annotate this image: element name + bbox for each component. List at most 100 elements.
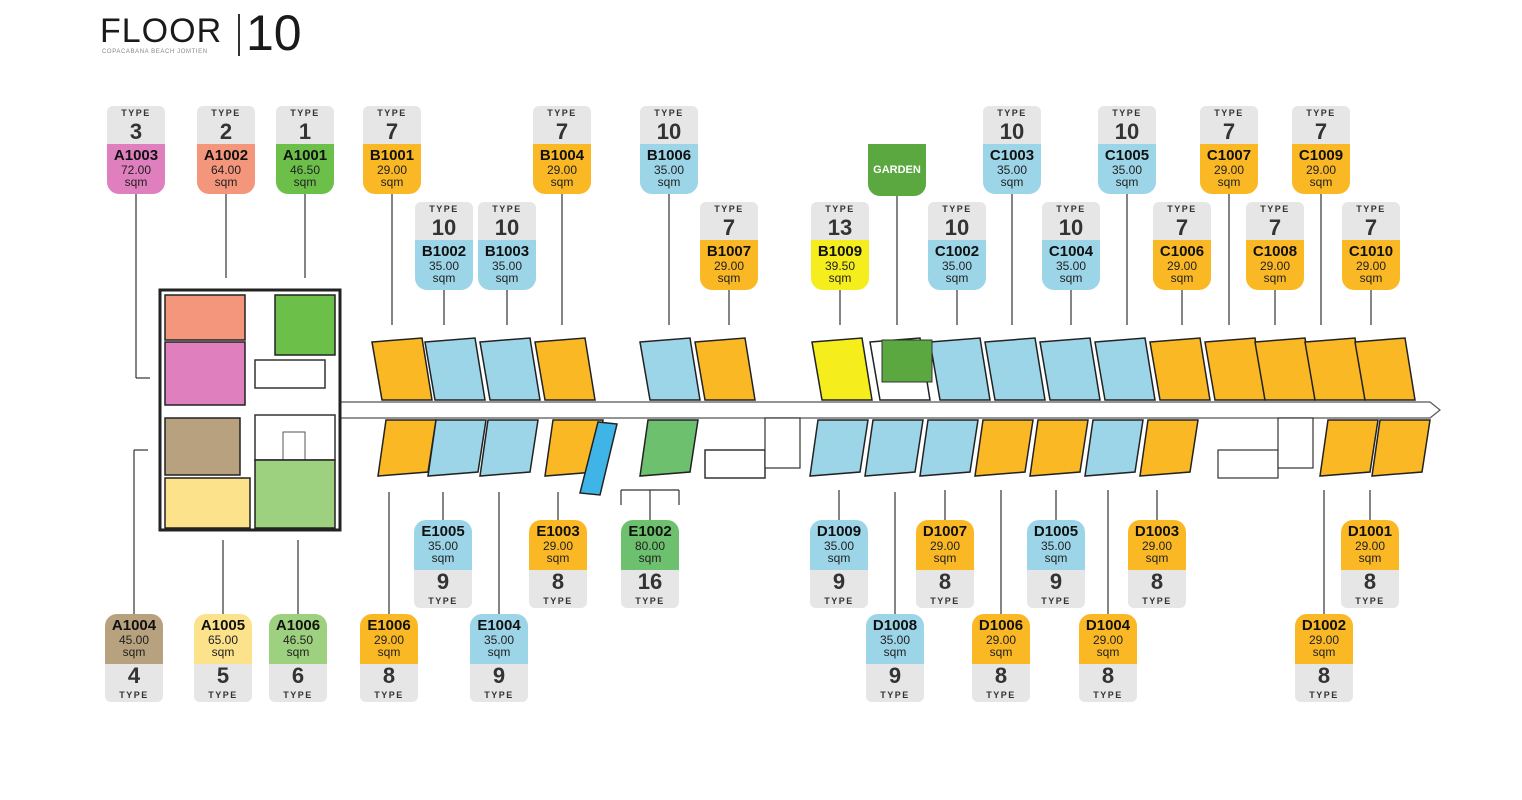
room-a1004	[164, 417, 241, 476]
unit-rooms	[164, 294, 1431, 529]
corridor	[339, 401, 1441, 419]
unit-area: 29.00	[1166, 259, 1198, 273]
type-number: 8	[1079, 664, 1137, 688]
unit-code: D1001	[1347, 523, 1393, 540]
unit-area: 29.00	[542, 539, 574, 553]
unit-area: 35.00	[428, 259, 460, 273]
unit-code: D1005	[1033, 523, 1079, 540]
west-block	[158, 288, 342, 532]
type-label: TYPE	[105, 688, 163, 702]
unit-code: C1008	[1252, 243, 1298, 260]
type-number: 8	[360, 664, 418, 688]
unit-area: 35.00	[823, 539, 855, 553]
type-label: TYPE	[1246, 202, 1304, 216]
unit-area: 29.00	[1092, 633, 1124, 647]
unit-code: C1005	[1104, 147, 1150, 164]
unit-code: D1006	[978, 617, 1024, 634]
type-label: TYPE	[1098, 106, 1156, 120]
title-divider	[238, 14, 240, 56]
type-label: TYPE	[415, 202, 473, 216]
type-label: TYPE	[928, 202, 986, 216]
room-south-10	[1029, 419, 1089, 477]
type-label: TYPE	[1042, 202, 1100, 216]
type-label: TYPE	[197, 106, 255, 120]
unit-area: 29.00	[1355, 259, 1387, 273]
unit-code: D1008	[872, 617, 918, 634]
floor-number: 10	[246, 5, 302, 61]
area-unit: sqm	[1263, 271, 1287, 285]
room-north-17	[1354, 337, 1416, 401]
garden-tag[interactable]: GARDEN	[868, 144, 926, 196]
area-unit: sqm	[1170, 271, 1194, 285]
type-label: TYPE	[972, 688, 1030, 702]
type-label: TYPE	[983, 106, 1041, 120]
room-a1002	[164, 294, 246, 341]
unit-code: D1002	[1301, 617, 1347, 634]
unit-code: C1003	[989, 147, 1035, 164]
project-subtitle: COPACABANA BEACH JOMTIEN	[102, 49, 208, 55]
unit-code: E1005	[421, 523, 465, 540]
type-label: TYPE	[529, 594, 587, 608]
unit-code: C1002	[934, 243, 980, 260]
type-number: 9	[414, 570, 472, 594]
area-unit: sqm	[1309, 175, 1333, 189]
unit-area: 29.00	[1308, 633, 1340, 647]
unit-area: 29.00	[546, 163, 578, 177]
stair-east-a	[764, 417, 801, 469]
unit-code: C1004	[1048, 243, 1094, 260]
area-unit: sqm	[487, 645, 511, 659]
unit-code: E1003	[536, 523, 580, 540]
area-unit: sqm	[828, 271, 852, 285]
type-number: 9	[470, 664, 528, 688]
area-unit: sqm	[293, 175, 317, 189]
type-label: TYPE	[276, 106, 334, 120]
type-number: 7	[363, 120, 421, 144]
west-block-outline	[158, 288, 342, 532]
unit-code: C1006	[1159, 243, 1205, 260]
type-number: 10	[478, 216, 536, 240]
type-label: TYPE	[700, 202, 758, 216]
unit-area: 35.00	[941, 259, 973, 273]
unit-code: B1007	[706, 243, 752, 260]
unit-area: 46.50	[282, 633, 314, 647]
area-unit: sqm	[550, 175, 574, 189]
type-label: TYPE	[810, 594, 868, 608]
room-north-11	[1039, 337, 1101, 401]
area-unit: sqm	[945, 271, 969, 285]
unit-area: 29.00	[1259, 259, 1291, 273]
area-unit: sqm	[1359, 271, 1383, 285]
area-unit: sqm	[1000, 175, 1024, 189]
type-number: 7	[1342, 216, 1400, 240]
unit-area: 35.00	[1055, 259, 1087, 273]
area-unit: sqm	[122, 645, 146, 659]
type-label: TYPE	[640, 106, 698, 120]
unit-area: 35.00	[427, 539, 459, 553]
swimming-pool	[579, 421, 618, 496]
type-number: 10	[983, 120, 1041, 144]
room-south-1	[377, 419, 437, 477]
room-a1006	[254, 459, 336, 529]
room-north-6	[694, 337, 756, 401]
room-north-4	[534, 337, 596, 401]
room-south-11	[1084, 419, 1144, 477]
area-unit: sqm	[432, 271, 456, 285]
unit-area: 29.00	[1354, 539, 1386, 553]
unit-area: 35.00	[996, 163, 1028, 177]
